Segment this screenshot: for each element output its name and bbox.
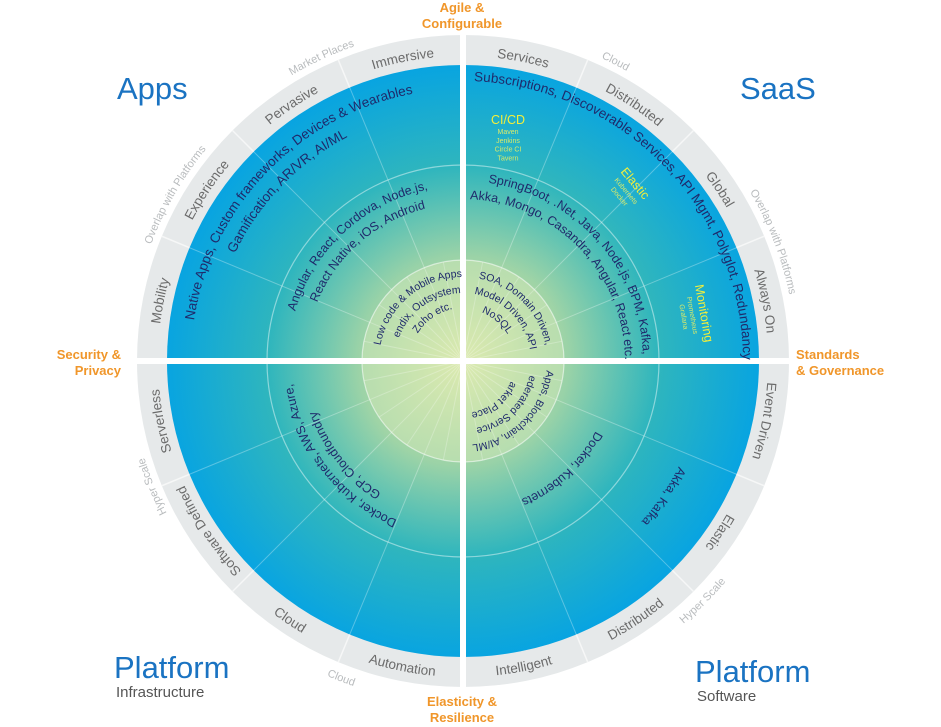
spoke-line bbox=[378, 360, 464, 418]
callout-title: CI/CD bbox=[491, 113, 525, 127]
spoke-line bbox=[363, 340, 464, 362]
pillar-line: Resilience bbox=[429, 710, 495, 725]
pillar-line: Standards bbox=[796, 347, 860, 362]
spoke-line bbox=[556, 247, 737, 323]
ring-divider bbox=[736, 235, 765, 249]
spoke-line bbox=[369, 360, 464, 401]
ring-divider bbox=[575, 634, 589, 663]
quadrant-subtitle-software: Software bbox=[697, 688, 757, 705]
spoke-line bbox=[406, 276, 464, 362]
spoke-line bbox=[534, 432, 673, 571]
pillar-standards-governance: Standards & Governance bbox=[796, 347, 916, 379]
spoke-line bbox=[391, 360, 464, 433]
ring-divider bbox=[231, 569, 255, 593]
ring-divider bbox=[337, 59, 351, 88]
ring-divider bbox=[671, 129, 695, 153]
callout-item: Maven bbox=[497, 129, 518, 136]
pillar-line: & Governance bbox=[796, 363, 885, 378]
spoke-line bbox=[406, 360, 464, 446]
spoke-line bbox=[349, 454, 425, 635]
spoke-line bbox=[501, 454, 577, 635]
pillar-line: Configurable bbox=[421, 16, 503, 31]
spoke-line bbox=[462, 360, 548, 418]
spoke-lines bbox=[189, 87, 737, 635]
ring-divider bbox=[161, 235, 190, 249]
spoke-line bbox=[462, 360, 563, 382]
ring-dividers bbox=[161, 59, 765, 663]
quadrant-title-saas: SaaS bbox=[740, 71, 816, 106]
spoke-line bbox=[189, 399, 370, 475]
spoke-line bbox=[378, 304, 464, 362]
outer-label: Cloud bbox=[326, 667, 357, 688]
spoke-line bbox=[462, 360, 503, 455]
callout-item: Circle CI bbox=[495, 147, 522, 154]
pillar-line: Elasticity & bbox=[426, 694, 498, 709]
quadrant-subtitle-infrastructure: Infrastructure bbox=[116, 684, 205, 701]
spoke-line bbox=[534, 151, 673, 290]
callout-item: Tavern bbox=[497, 155, 518, 162]
spoke-line bbox=[462, 304, 548, 362]
quadrant-title-platform-infrastructure: Platform bbox=[114, 650, 230, 685]
spoke-line bbox=[556, 399, 737, 475]
quadrant-title-apps: Apps bbox=[117, 71, 188, 106]
ring-divider bbox=[231, 129, 255, 153]
ring-divider bbox=[161, 473, 190, 487]
spoke-line bbox=[462, 276, 520, 362]
spoke-line bbox=[501, 87, 577, 268]
ring-divider bbox=[671, 569, 695, 593]
spoke-line bbox=[462, 360, 484, 461]
pillar-elasticity-resilience: Elasticity & Resilience bbox=[400, 694, 524, 726]
pillar-line: Security & bbox=[56, 347, 121, 362]
spoke-line bbox=[423, 360, 464, 455]
pillar-line: Agile & bbox=[439, 0, 485, 15]
spoke-line bbox=[442, 261, 464, 362]
spoke-line bbox=[462, 360, 535, 433]
spoke-line bbox=[363, 360, 464, 382]
spoke-line bbox=[462, 360, 557, 401]
spoke-line bbox=[462, 261, 484, 362]
horizontal-separator bbox=[132, 358, 794, 364]
spoke-line bbox=[462, 360, 520, 446]
callout-item: Grafana bbox=[677, 304, 688, 330]
pillar-line: Privacy bbox=[74, 363, 121, 378]
spoke-line bbox=[369, 321, 464, 362]
spoke-line bbox=[423, 267, 464, 362]
ring-divider bbox=[337, 634, 351, 663]
pillar-agile-configurable: Agile & Configurable bbox=[400, 0, 524, 32]
ring-divider bbox=[736, 473, 765, 487]
spoke-line bbox=[462, 289, 535, 362]
spoke-line bbox=[462, 340, 563, 362]
pillar-security-privacy: Security & Privacy bbox=[20, 347, 121, 379]
callout-item: Jenkins bbox=[496, 138, 520, 145]
spoke-line bbox=[349, 87, 425, 268]
quadrant-title-platform-software: Platform bbox=[695, 654, 811, 689]
spoke-line bbox=[391, 289, 464, 362]
spoke-line bbox=[253, 151, 392, 290]
spoke-line bbox=[442, 360, 464, 461]
spoke-line bbox=[253, 432, 392, 571]
spoke-line bbox=[462, 267, 503, 362]
spoke-line bbox=[462, 321, 557, 362]
spoke-line bbox=[189, 247, 370, 323]
ring-divider bbox=[575, 59, 589, 88]
